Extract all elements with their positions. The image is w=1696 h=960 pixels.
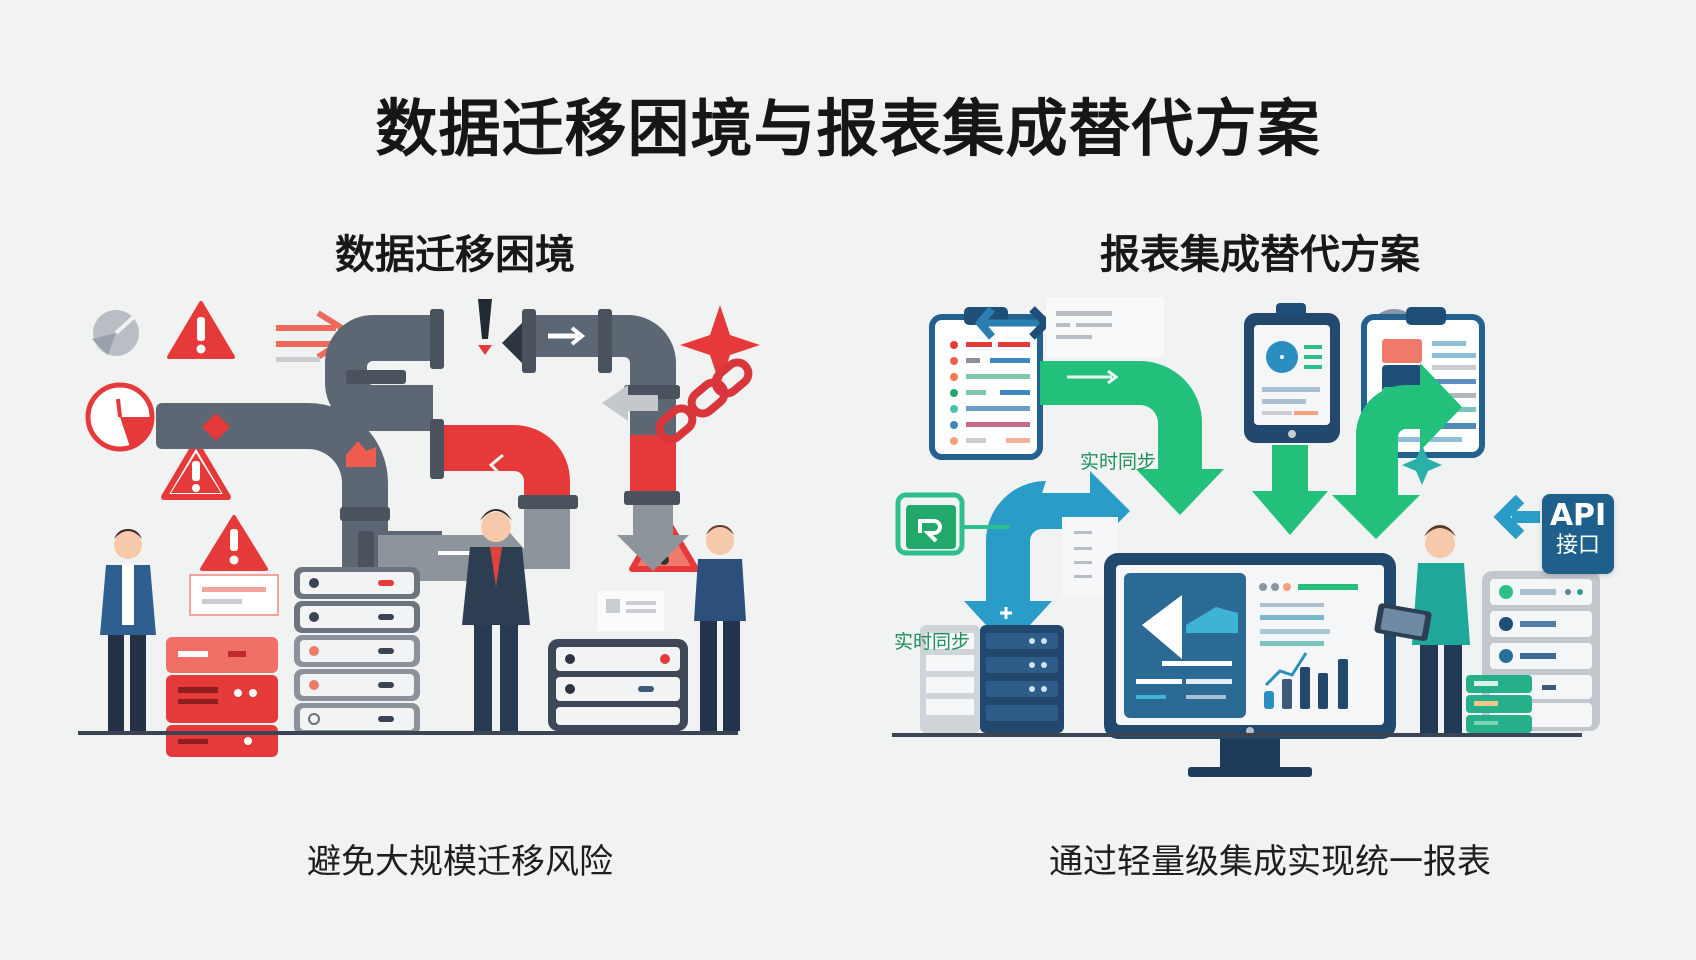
api-arrow bbox=[1493, 494, 1540, 540]
debris bbox=[346, 441, 376, 467]
report-integration-illustration bbox=[892, 295, 1632, 805]
api-sublabel: 接口 bbox=[1555, 533, 1600, 558]
left-panel-caption: 避免大规模迁移风险 bbox=[307, 842, 613, 882]
ground-line bbox=[78, 731, 738, 735]
gauge-icon bbox=[85, 382, 155, 452]
tablet-report-icon bbox=[1244, 303, 1340, 443]
clipboard-report-icon bbox=[929, 307, 1043, 460]
person-with-tablet bbox=[1374, 525, 1470, 733]
right-panel-heading: 报表集成替代方案 bbox=[1100, 232, 1420, 278]
warning-triangle-icon bbox=[200, 515, 268, 571]
page-title: 数据迁移困境与报表集成替代方案 bbox=[375, 92, 1321, 165]
worried-person bbox=[694, 525, 746, 731]
integration-arrow bbox=[964, 471, 1130, 649]
pipe bbox=[325, 309, 578, 569]
sparkle-icon bbox=[1402, 445, 1442, 485]
api-label: API bbox=[1549, 498, 1607, 533]
chain-icon bbox=[655, 358, 753, 444]
realtime-sync-label-top: 实时同步 bbox=[1080, 451, 1157, 473]
right-panel-caption: 通过轻量级集成实现统一报表 bbox=[1049, 842, 1491, 882]
server-rack bbox=[294, 567, 420, 735]
stressed-person bbox=[100, 529, 156, 731]
sync-arrow bbox=[1040, 361, 1462, 539]
frustrated-person bbox=[462, 509, 530, 731]
arrow-left-icon bbox=[602, 385, 658, 421]
warning-triangle-icon bbox=[161, 440, 231, 500]
api-interface-badge: API 接口 bbox=[1542, 494, 1614, 574]
left-panel-heading: 数据迁移困境 bbox=[335, 232, 575, 278]
migration-dilemma-illustration bbox=[78, 295, 818, 805]
sparkle-icon bbox=[680, 305, 760, 385]
server-stack-green bbox=[1466, 675, 1532, 733]
realtime-sync-icon bbox=[895, 492, 1010, 556]
ground-line bbox=[892, 733, 1582, 737]
pie-chart-icon bbox=[92, 310, 139, 356]
server-rack bbox=[920, 625, 1064, 733]
failing-server-rack bbox=[166, 637, 278, 757]
crack-icon bbox=[197, 408, 235, 446]
warning-triangle-icon bbox=[167, 301, 235, 359]
server-rack bbox=[548, 639, 688, 731]
dashboard-monitor-icon bbox=[1104, 553, 1396, 777]
alert-exclamation-icon bbox=[478, 299, 492, 355]
realtime-sync-label-bottom: 实时同步 bbox=[894, 631, 971, 653]
error-card bbox=[189, 574, 279, 616]
